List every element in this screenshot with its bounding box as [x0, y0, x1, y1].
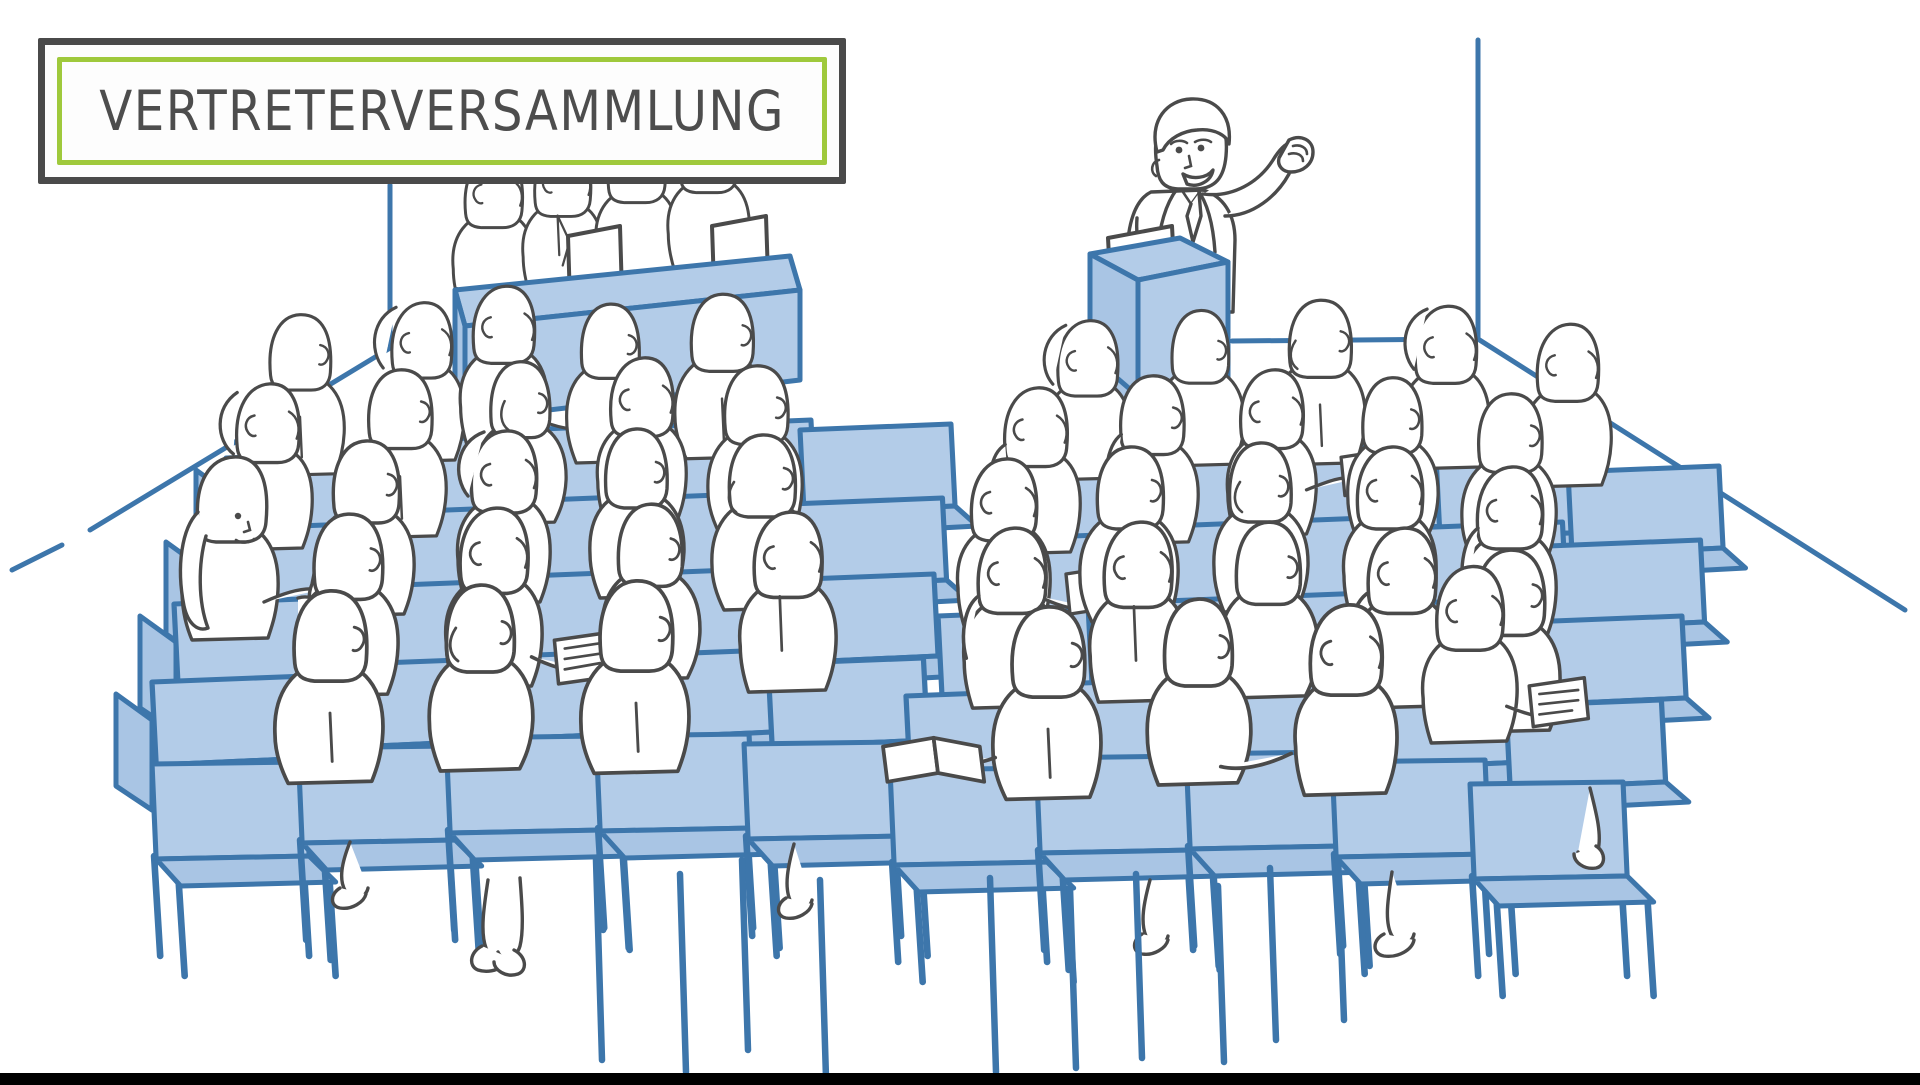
audience-person	[218, 382, 314, 552]
sign-inner-border: VERTRETERVERSAMMLUNG	[57, 57, 827, 165]
hanging-sign: VERTRETERVERSAMMLUNG	[38, 38, 846, 184]
letterbox-bar-bottom	[0, 1073, 1920, 1085]
audience-person	[961, 526, 1062, 710]
audience-left	[116, 284, 977, 977]
audience-person	[1212, 441, 1310, 614]
audience-person	[427, 583, 535, 773]
audience-person	[1087, 520, 1188, 704]
front-chair-legs-extended	[592, 854, 1348, 1082]
audience-right	[881, 298, 1745, 996]
audience-person	[1042, 319, 1132, 482]
audience-person	[1420, 564, 1591, 745]
audience-legs	[1132, 786, 1606, 958]
audience-person	[474, 360, 568, 526]
audience-person	[455, 429, 552, 606]
audience-person	[1271, 298, 1367, 467]
speaker-lectern-group	[1087, 97, 1315, 435]
audience-person	[737, 510, 838, 694]
audience-person	[710, 433, 812, 612]
audience-person	[1218, 602, 1399, 798]
audience-legs	[330, 840, 814, 977]
audience-person	[1400, 304, 1491, 471]
seat-row-front	[152, 734, 928, 976]
sign-title: VERTRETERVERSAMMLUNG	[99, 79, 785, 143]
audience-person	[372, 301, 466, 464]
audience-person	[881, 604, 1103, 802]
